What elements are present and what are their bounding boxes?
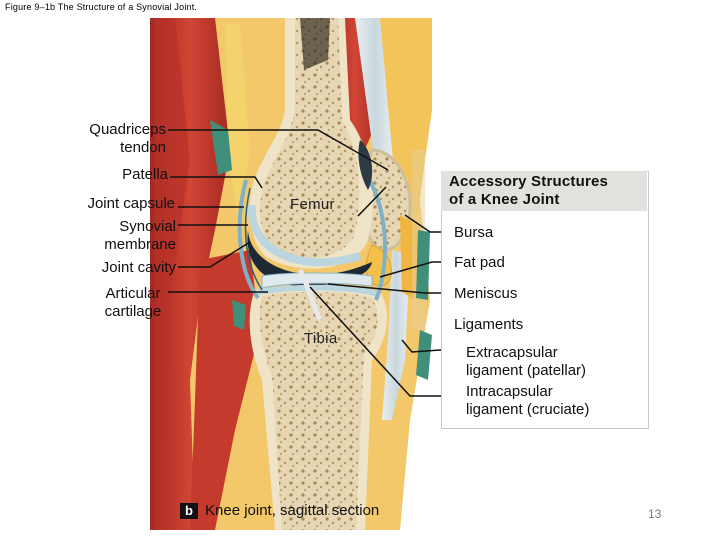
figure-caption: Figure 9–1b The Structure of a Synovial … [5,2,198,12]
fat-pad-label: Fat pad [454,254,505,271]
posterior-muscles [150,18,260,530]
cruciate-ligament [297,268,323,322]
page-number: 13 [648,507,662,521]
joint-cavity-label: Joint cavity [101,259,176,276]
joint-cavity [247,230,372,286]
bursa [358,140,373,190]
accessory-panel-title: Accessory Structures of a Knee Joint [449,173,609,208]
joint-capsule-label: Joint capsule [87,195,175,212]
femur-bone [247,18,373,269]
meniscus [261,272,373,289]
quadriceps-tendon-label: Quadriceps tendon [89,121,166,156]
meniscus-label: Meniscus [454,285,518,302]
synovial-membrane-label: Synovial membrane [104,218,176,253]
accessory-panel-header [441,171,647,211]
patella-label: Patella [122,166,168,183]
articular-cartilage-label: Articular cartilage [104,285,162,320]
intracapsular-ligament-label: Intracapsular ligament (cruciate) [466,383,590,418]
femur-label: Femur [290,196,335,213]
figure-subtitle: Knee joint, sagittal section [205,502,380,519]
leader-lines [168,129,462,397]
panel-letter-badge: b [180,503,198,519]
tibia-bone [249,284,387,530]
tibia-label: Tibia [304,330,338,347]
bursa-label: Bursa [454,224,494,241]
extracapsular-ligament-label: Extracapsular ligament (patellar) [466,344,587,379]
ligaments-label: Ligaments [454,316,524,333]
